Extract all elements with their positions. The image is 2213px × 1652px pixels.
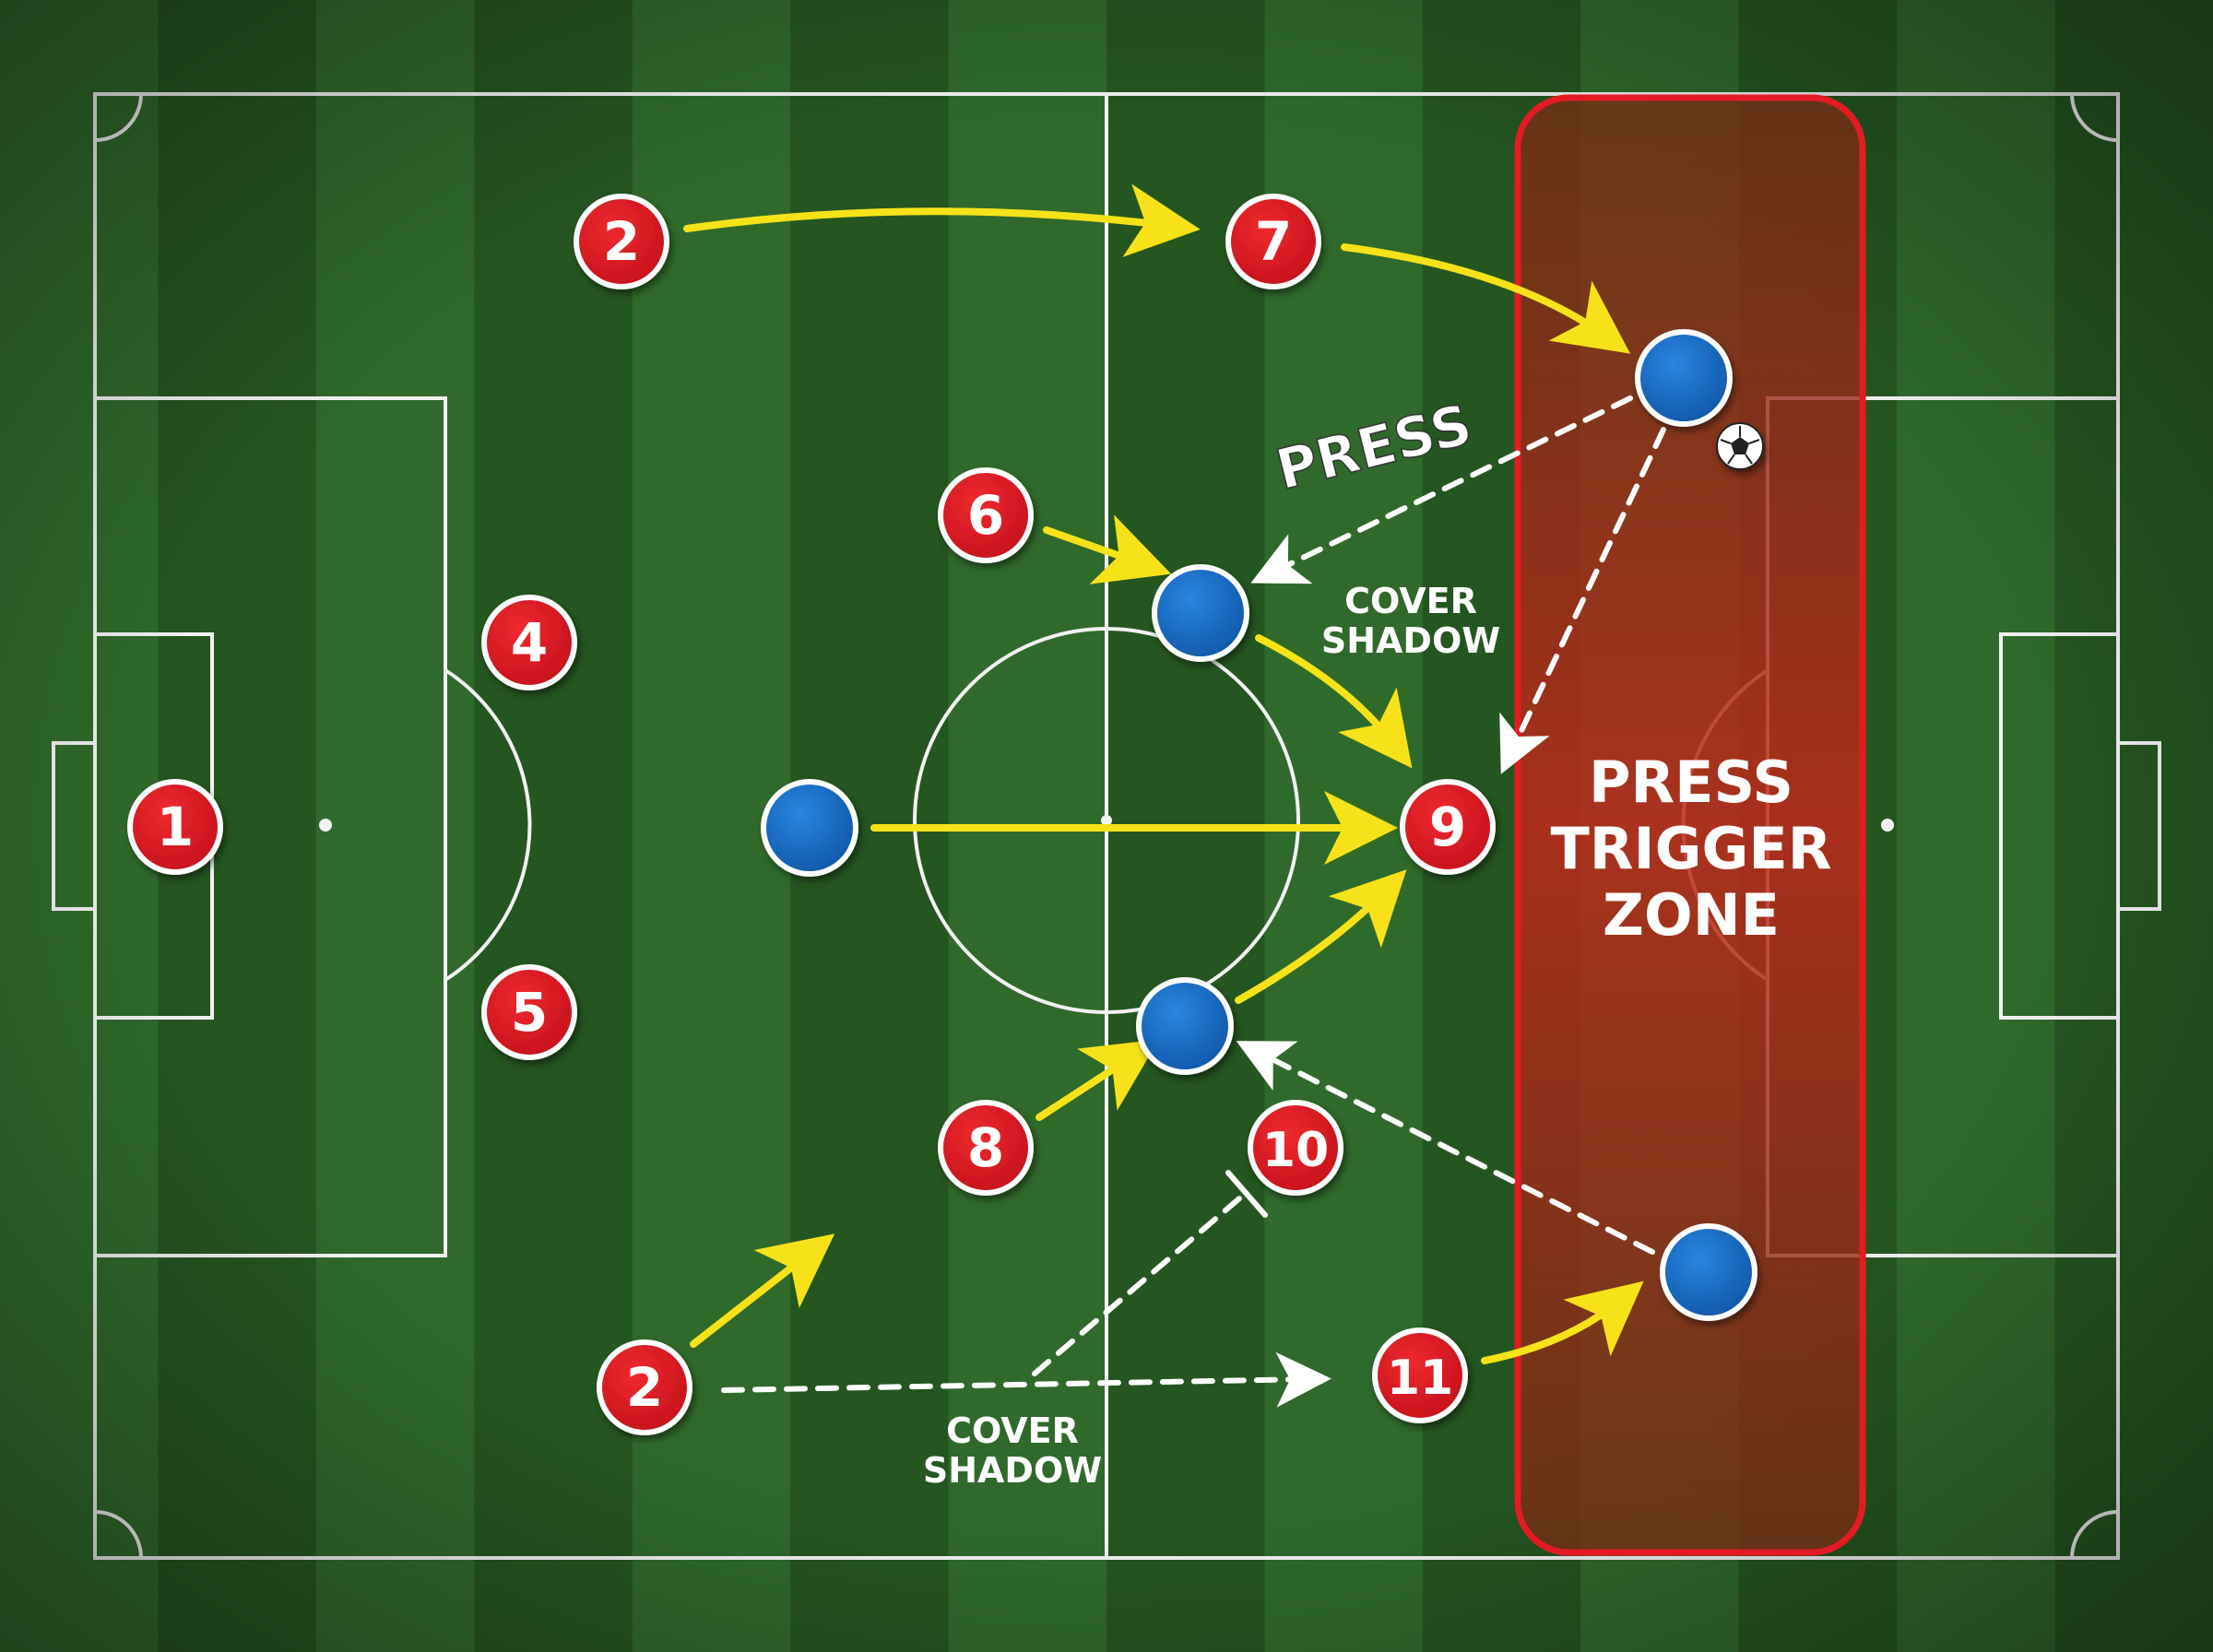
lane-press-to-blue (1250, 395, 1633, 584)
red-player-disc (127, 779, 223, 875)
arrow-6-to-blue (1043, 514, 1172, 584)
cover-shadow-bottom-line-1: COVER (946, 1410, 1079, 1451)
red-player-disc (1248, 1100, 1343, 1196)
red-player-disc (938, 1100, 1034, 1196)
cover-shadow-top-line-1: COVER (1344, 581, 1477, 621)
red-player-number: 11 (1387, 1351, 1453, 1406)
red-player-disc (574, 194, 669, 289)
red-player-r1[interactable]: 1 (127, 779, 223, 875)
arrow-2-to-7 (683, 183, 1201, 257)
red-player-disc (1225, 194, 1321, 289)
arrow-2-forward (690, 1233, 835, 1348)
red-player-r2b[interactable]: 2 (597, 1339, 692, 1435)
lane-2-to-11 (721, 1351, 1331, 1408)
movement-arrows (683, 183, 1644, 1364)
red-player-number: 6 (967, 484, 1004, 547)
lane-blue-to-blue (1236, 1041, 1655, 1255)
press-trigger-zone: PRESS TRIGGER ZONE (1514, 94, 1866, 1556)
red-player-number: 9 (1429, 796, 1466, 858)
arrow-blue-to-9-top (1255, 634, 1413, 769)
red-player-number: 7 (1255, 210, 1292, 273)
red-player-r4[interactable]: 4 (481, 595, 577, 690)
red-player-disc (938, 467, 1034, 563)
red-player-r11[interactable]: 11 (1372, 1328, 1468, 1423)
zone-title-line-2: TRIGGER (1551, 815, 1832, 882)
red-player-r10[interactable]: 10 (1248, 1100, 1343, 1196)
red-player-disc (1400, 779, 1496, 875)
zone-title-line-3: ZONE (1603, 881, 1780, 949)
blue-player-ball-carrier[interactable] (1635, 329, 1733, 427)
red-player-r5[interactable]: 5 (481, 964, 577, 1060)
passing-lanes (721, 395, 1666, 1408)
blue-player-wide-bottom[interactable] (1660, 1223, 1757, 1321)
red-player-disc (481, 595, 577, 690)
blue-players (761, 329, 1757, 1321)
zone-highlight (1514, 94, 1866, 1556)
red-player-disc (1372, 1328, 1468, 1423)
lane-press-to-9 (1499, 427, 1666, 774)
red-player-number: 5 (511, 981, 548, 1044)
blue-player-centre[interactable] (761, 779, 858, 877)
zone-title-line-1: PRESS (1589, 749, 1793, 816)
blocked-pass-marker (1225, 1170, 1268, 1218)
blue-player-midfield-top[interactable] (1152, 564, 1249, 662)
red-player-r9[interactable]: 9 (1400, 779, 1496, 875)
arrow-7-to-press (1341, 243, 1631, 354)
cover-shadow-top-line-2: SHADOW (1321, 620, 1500, 661)
arrow-blue-to-9-bottom (1235, 869, 1407, 1004)
lane-blocked-to-10 (1032, 1191, 1248, 1376)
red-players: 1 2 2 4 5 6 7 8 9 10 11 (127, 194, 1496, 1435)
red-player-number: 2 (626, 1356, 663, 1419)
red-player-disc (481, 964, 577, 1060)
arrow-11-to-blue (1481, 1280, 1644, 1364)
red-player-r6[interactable]: 6 (938, 467, 1034, 563)
red-player-r8[interactable]: 8 (938, 1100, 1034, 1196)
red-player-r7[interactable]: 7 (1225, 194, 1321, 289)
red-player-number: 10 (1262, 1123, 1329, 1178)
red-player-number: 1 (157, 796, 194, 858)
soccer-ball-icon[interactable] (1716, 422, 1764, 470)
red-player-number: 4 (511, 611, 548, 674)
red-player-number: 8 (967, 1116, 1004, 1179)
blue-player-midfield-bottom[interactable] (1136, 977, 1234, 1075)
red-player-number: 2 (603, 210, 640, 273)
red-player-disc (597, 1339, 692, 1435)
arrow-8-to-blue (1035, 1039, 1159, 1121)
red-player-r2a[interactable]: 2 (574, 194, 669, 289)
cover-shadow-bottom-line-2: SHADOW (923, 1450, 1102, 1491)
